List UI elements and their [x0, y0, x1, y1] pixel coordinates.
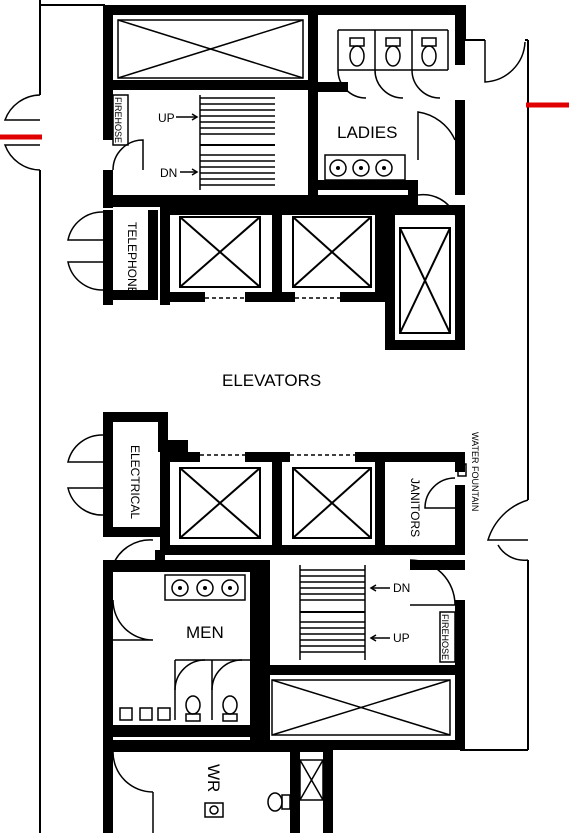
firehose-top-label: FIREHOSE: [113, 97, 123, 143]
top-staircase: UP DN: [158, 95, 275, 190]
upper-elevator-bank: [160, 205, 465, 350]
right-side-door: [486, 499, 529, 561]
bottom-staircase: DN UP: [260, 559, 465, 670]
firehose-top: FIREHOSE: [112, 94, 144, 171]
stair-top-up-label: UP: [158, 111, 175, 125]
janitors-label: JANITORS: [408, 478, 422, 537]
stair-bottom-up-label: UP: [393, 631, 410, 645]
ladies-room: LADIES: [324, 29, 456, 216]
firehose-bottom: FIREHOSE: [439, 611, 456, 663]
top-core-walls: [103, 5, 465, 210]
telephone-label: TELEPHONE: [125, 222, 139, 295]
men-label: MEN: [186, 623, 224, 642]
stair-top-dn-label: DN: [160, 166, 177, 180]
bottom-elevator-shaft: [250, 660, 465, 750]
left-entry-door: [3, 94, 41, 171]
janitors-room: JANITORS WATER FOUNTAIN: [385, 432, 480, 555]
ladies-label: LADIES: [337, 123, 397, 142]
telephone-room: TELEPHONE: [67, 210, 158, 305]
elevators-label: ELEVATORS: [222, 371, 321, 390]
firehose-bottom-label: FIREHOSE: [440, 614, 450, 660]
water-fountain-label: WATER FOUNTAIN: [470, 432, 480, 511]
top-right-door: [484, 40, 526, 83]
lower-elevator-bank: [160, 452, 405, 555]
wr-room: WR: [103, 740, 333, 833]
wr-label: WR: [204, 764, 223, 792]
men-room: MEN: [103, 539, 263, 750]
top-elevator-shaft: [117, 19, 304, 79]
electrical-room: ELECTRICAL: [67, 412, 188, 537]
stair-bottom-dn-label: DN: [393, 581, 410, 595]
outer-walls: [39, 0, 529, 833]
electrical-label: ELECTRICAL: [128, 445, 142, 519]
